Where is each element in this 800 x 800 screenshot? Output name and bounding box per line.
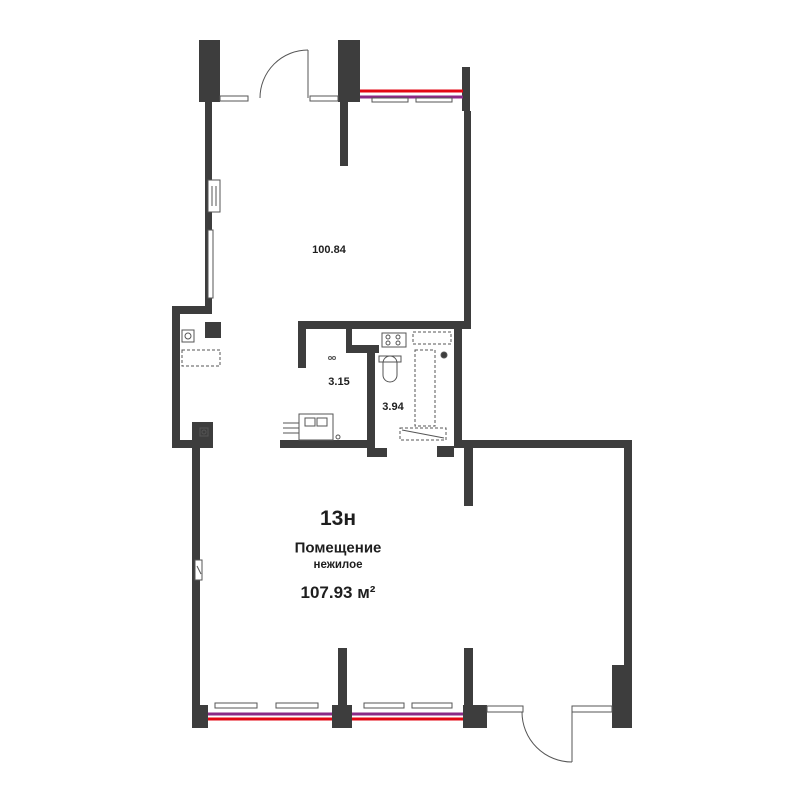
unit-number: 13н [319, 507, 357, 530]
wall-bump-top [172, 306, 212, 314]
bathroom-fixtures [378, 331, 452, 441]
wall-left-lower [192, 440, 200, 728]
wall-top-pier-stub [340, 100, 348, 166]
wall-core-left [298, 321, 306, 368]
door-small [194, 559, 203, 581]
wall-step-down [454, 321, 462, 448]
kitchen-fixtures [181, 329, 221, 437]
wall-core-top [298, 321, 462, 329]
wall-top-pier [338, 40, 360, 102]
wall-bath-left [367, 345, 375, 457]
wall-bottom-mid-stub [338, 648, 347, 708]
wall-core-foot [367, 448, 387, 457]
unit-total-area: 107.93 м² [300, 583, 376, 602]
sink-unit-room-b [283, 356, 341, 441]
wall-bump-inner-top [205, 322, 221, 338]
window-bottom-left [208, 702, 332, 721]
wall-right-outer [624, 440, 632, 728]
area-main-hall: 100.84 [312, 244, 346, 256]
area-room-b: 3.15 [328, 376, 350, 388]
window-bottom-right [352, 702, 463, 721]
wall-left-top-jamb [199, 40, 220, 102]
wall-bottom-right-stub [464, 648, 473, 708]
wall-core-bottom [280, 440, 374, 448]
wall-top-right-jamb [462, 67, 470, 111]
unit-subtype: нежилое [313, 559, 363, 571]
wall-core-ledge [346, 321, 352, 351]
wall-step [454, 321, 471, 329]
wall-bottom-mid-pier [332, 705, 352, 728]
wall-bath-right-foot [437, 446, 454, 457]
wall-bottom-right-pier [463, 705, 487, 728]
wall-right-outer-pier [612, 665, 632, 728]
unit-type: Помещение [294, 539, 382, 557]
wall-bath-top [346, 345, 379, 353]
wall-right-upper [464, 111, 471, 327]
window-top [360, 89, 463, 103]
door-bottom-right [486, 705, 613, 763]
door-top [219, 49, 339, 102]
wall-right-top-stub [464, 440, 473, 506]
radiators [207, 179, 221, 299]
wall-right-top [454, 440, 632, 448]
area-bathroom: 3.94 [382, 401, 404, 413]
wall-bottom-left-pier [192, 705, 208, 728]
walls [172, 40, 632, 728]
wall-bump-left [172, 306, 180, 448]
